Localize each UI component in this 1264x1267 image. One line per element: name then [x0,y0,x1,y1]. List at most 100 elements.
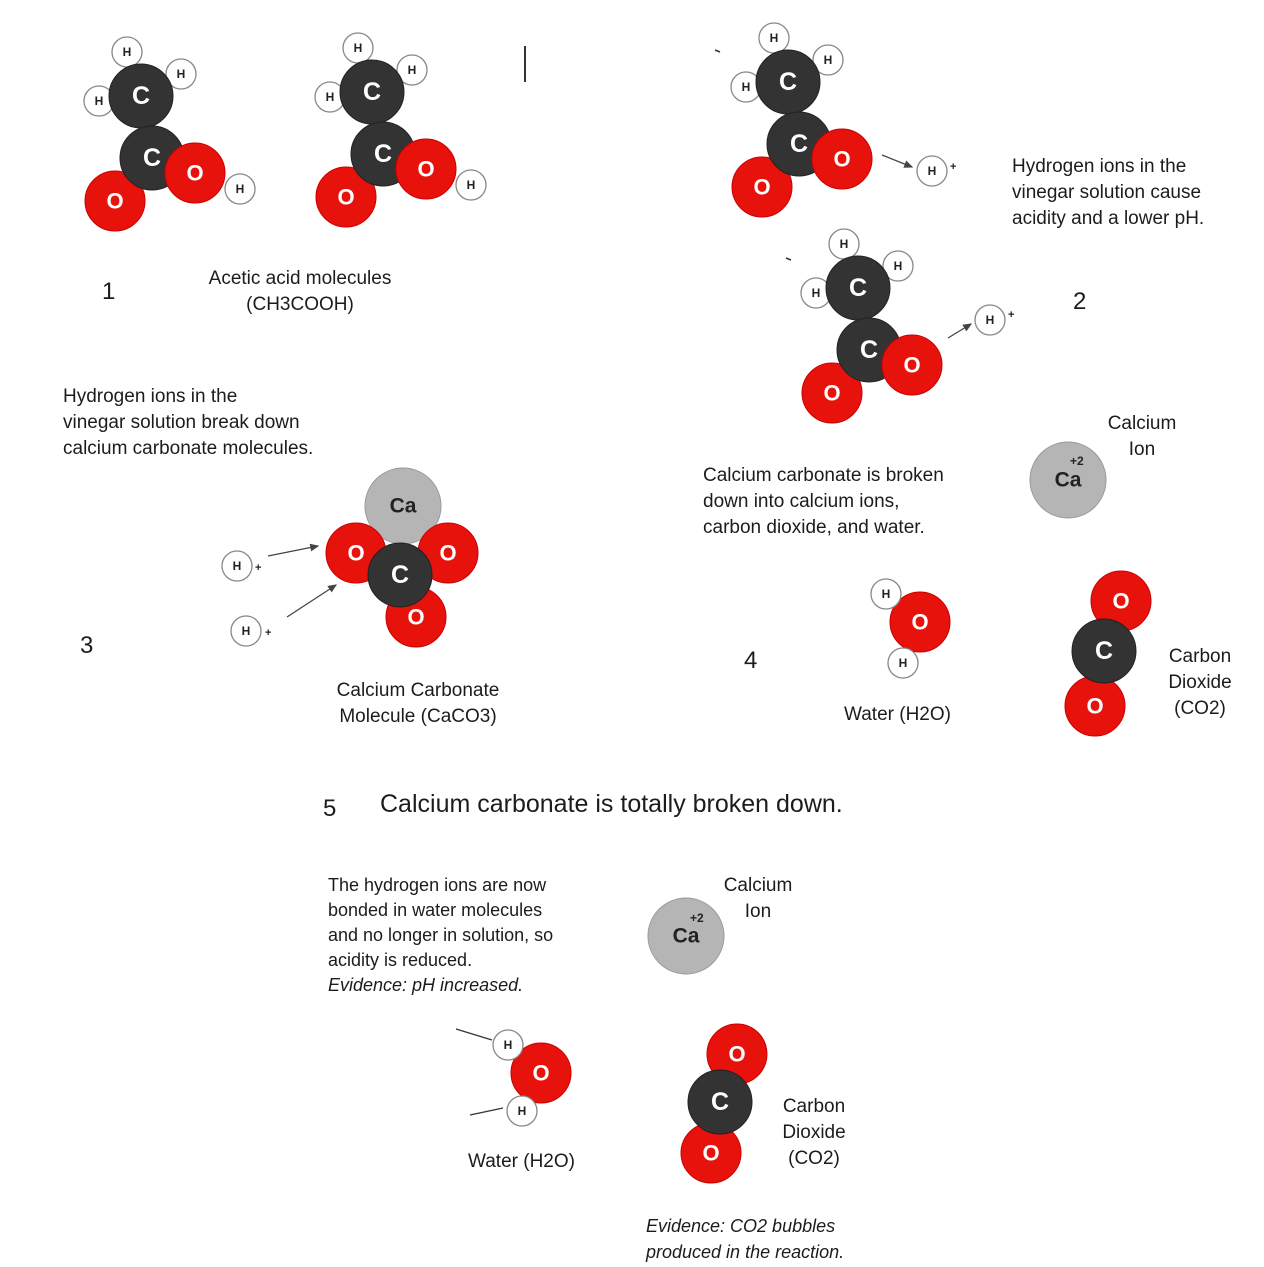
evidence-ph: Evidence: pH increased. [328,975,524,995]
carbon-atom: C [339,59,405,125]
hydrogen-atom: H [916,155,948,187]
panel-4-co2-caption: Carbon Dioxide (CO2) [1150,644,1250,722]
oxygen-atom-symbol: O [1112,589,1129,614]
hydrogen-atom-symbol: H [986,313,995,327]
motion-line [785,257,792,261]
oxygen-atom: O [395,138,457,200]
oxygen-atom-symbol: O [753,175,770,200]
calcium-carbonate-label: Calcium Carbonate [336,680,500,701]
hydrogen-atom-symbol: H [899,656,908,670]
oxygen-atom: O [731,156,793,218]
hydrogen-atom-circle [455,169,487,201]
panel-2-note-line: acidity and a lower pH. [1012,208,1205,229]
oxygen-atom: O [881,334,943,396]
panel-2-number: 2 [1073,288,1087,315]
oxygen-atom: O [84,170,146,232]
panel-5-note: The hydrogen ions are now bonded in wate… [328,873,553,998]
oxygen-atom: O [315,166,377,228]
panel-5-note-line: acidity is reduced. [328,950,473,970]
hydrogen-atom-symbol: H [242,624,251,638]
co2-label-line: Dioxide [1168,672,1232,693]
carbon-atom-symbol: C [363,78,381,106]
oxygen-atom: O [510,1042,572,1104]
panel-4-calcium-caption: Calcium Ion [1090,411,1194,463]
hydrogen-atom-circle [916,155,948,187]
oxygen-atom-circle [395,138,457,200]
hydrogen-atom-circle [396,54,428,86]
hydrogen-atom-symbol: H [812,286,821,300]
hydrogen-atom: H [230,615,262,647]
reaction-arrow [881,154,914,168]
hydrogen-atom: H [165,58,197,90]
carbon-atom-circle [687,1069,753,1135]
panel-4-water-label: Water (H2O) [844,704,951,725]
hydrogen-atom: H [974,304,1006,336]
oxygen-atom-circle [801,362,863,424]
calcium-atom-symbol: Ca [1055,469,1082,492]
panel-2-note-line: Hydrogen ions in the [1012,156,1187,177]
carbon-atom: C [825,255,891,321]
hydrogen-atom-symbol: H [408,63,417,77]
carbon-atom: C [1071,618,1137,684]
oxygen-atom: O [164,142,226,204]
hydrogen-atom-symbol: H [518,1104,527,1118]
carbon-atom-symbol: C [391,561,409,589]
panel-5-title: Calcium carbonate is totally broken down… [380,790,843,818]
oxygen-atom: O [417,522,479,584]
hydrogen-atom-symbol: H [95,94,104,108]
hydrogen-atom-symbol: H [894,259,903,273]
hydrogen-atom-symbol: H [233,559,242,573]
calcium-atom-symbol: Ca [390,495,417,518]
panel-4-note-line: carbon dioxide, and water. [703,517,925,538]
oxygen-atom-symbol: O [347,541,364,566]
hydrogen-atom-symbol: H [326,90,335,104]
hydrogen-atom-symbol: H [467,178,476,192]
calcium-atom-symbol: Ca [673,925,700,948]
hydrogen-atom: H [870,578,902,610]
oxygen-atom-symbol: O [106,189,123,214]
panel-5-number: 5 [323,795,337,822]
panel-3-number: 3 [80,632,94,659]
panel-5-co2-caption: Carbon Dioxide (CO2) [764,1094,864,1172]
oxygen-atom: O [801,362,863,424]
evidence-co2-line: Evidence: CO2 bubbles [646,1216,836,1236]
reaction-arrow [286,584,338,618]
carbon-atom-symbol: C [779,68,797,96]
motion-line [714,49,721,53]
panel-2-note-line: vinegar solution cause [1012,182,1202,203]
hydrogen-atom-symbol: H [236,182,245,196]
hydrogen-atom: H [455,169,487,201]
hydrogen-atom: H [111,36,143,68]
carbon-atom-symbol: C [1095,637,1113,665]
carbon-atom: C [755,49,821,115]
panel-5-evidence-co2: Evidence: CO2 bubbles produced in the re… [646,1213,844,1265]
co2-label-line: Carbon [782,1096,846,1117]
panel-4-note-line: down into calcium ions, [703,491,900,512]
oxygen-atom-circle [164,142,226,204]
carbon-atom-symbol: C [143,144,161,172]
hydrogen-atom-symbol: H [928,164,937,178]
panel-5-note-line: bonded in water molecules [328,900,543,920]
hydrogen-atom-circle [230,615,262,647]
hydrogen-atom-circle [974,304,1006,336]
oxygen-atom-circle [811,128,873,190]
oxygen-atom-symbol: O [407,605,424,630]
carbon-atom-symbol: C [132,82,150,110]
hydrogen-atom-circle [870,578,902,610]
hydrogen-atom-symbol: H [824,53,833,67]
carbon-atom-symbol: C [849,274,867,302]
calcium-carbonate-formula: Molecule (CaCO3) [339,706,497,727]
oxygen-atom: O [811,128,873,190]
hydrogen-atom-symbol: H [742,80,751,94]
calcium-atom: Ca [1029,441,1107,519]
carbon-atom-symbol: C [790,130,808,158]
oxygen-atom-symbol: O [728,1042,745,1067]
oxygen-atom-symbol: O [833,147,850,172]
hydrogen-atom-symbol: H [882,587,891,601]
panel-1-caption: Acetic acid molecules (CH3COOH) [180,266,420,318]
hydrogen-atom: H [396,54,428,86]
hydrogen-atom: H [492,1029,524,1061]
hydrogen-atom-circle [165,58,197,90]
acetic-acid-formula: (CH3COOH) [246,294,354,315]
charge-label: +2 [1070,454,1084,468]
